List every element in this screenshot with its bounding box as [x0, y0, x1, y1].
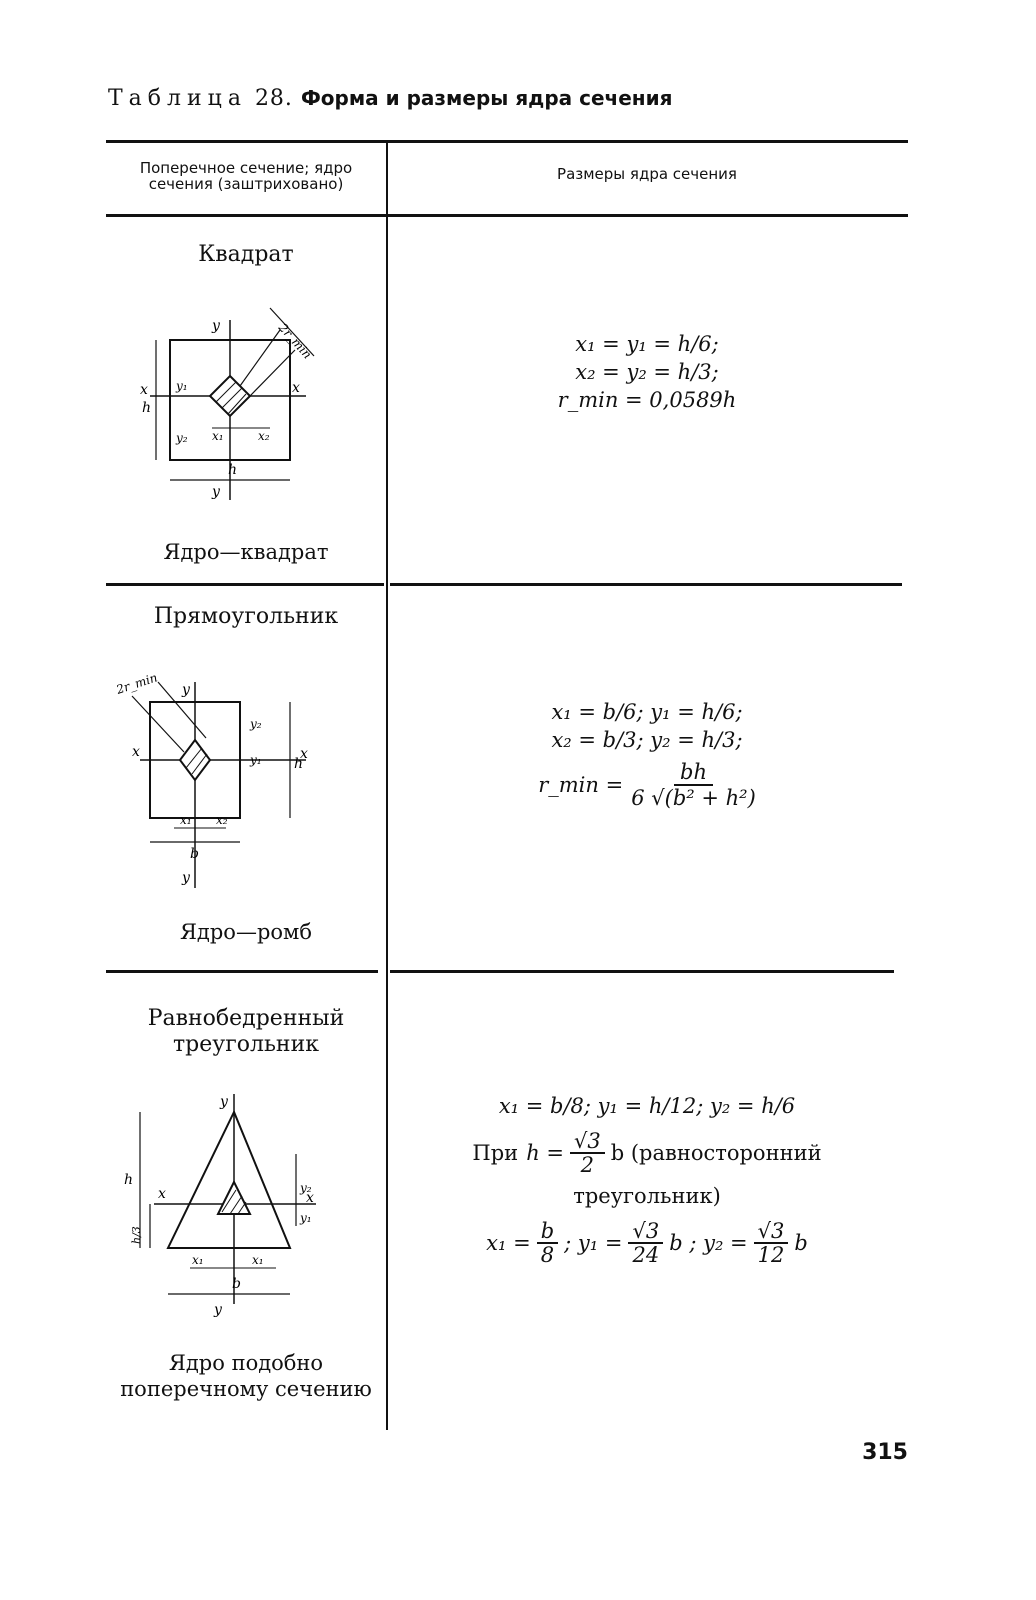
row3-final-y2-num: √3: [753, 1220, 789, 1244]
rectangle-section-diagram: y y x x h b x₁ x₂ y₁ y₂ 2r_min: [114, 670, 308, 888]
triangle-label-y-top: y: [219, 1094, 229, 1110]
row3-eq-denominator: 2: [580, 1153, 595, 1177]
row2-rmin-numerator: bh: [674, 760, 713, 786]
row3-final-formula: x₁ = b 8 ; y₁ = √3 24 b ; y₂ = √3 12 b: [392, 1220, 902, 1266]
square-core-hatch: [215, 381, 247, 415]
row3-equilateral-condition: При h = √3 2 b (равносторонний: [392, 1130, 902, 1176]
triangle-core-hatch: [221, 1189, 247, 1215]
square-label-y1: y₁: [175, 379, 188, 393]
table-top-rule: [106, 140, 908, 143]
row3-final-x1-num: b: [536, 1220, 559, 1244]
row3-final-y2-fraction: √3 12: [753, 1220, 789, 1267]
triangle-label-y1: y₁: [299, 1211, 312, 1225]
table-label: Таблица: [108, 86, 247, 111]
rectangle-label-rmin: 2r_min: [114, 670, 160, 697]
row3-final-y2-den: 12: [757, 1243, 785, 1267]
row3-final-x1-den: 8: [540, 1243, 555, 1267]
square-label-y-bottom: y: [211, 484, 221, 500]
page-number: 315: [862, 1440, 908, 1465]
row1-formula-2: x₂ = y₂ = h/3;: [575, 360, 719, 384]
square-section-diagram: y y x x h h x₁ x₂ y₁ y₂ 2r_min: [140, 307, 314, 500]
row2-rmin-fraction: bh 6 √(b² + h²): [631, 760, 756, 810]
row3-final-end: b: [794, 1231, 808, 1255]
triangle-label-y-bottom: y: [213, 1302, 223, 1318]
row1-shape-name: Квадрат: [198, 242, 294, 267]
row3-final-y1-den: 24: [632, 1243, 660, 1267]
square-label-y-top: y: [211, 318, 221, 334]
triangle-label-b: b: [232, 1276, 241, 1292]
row3-eq-fraction: √3 2: [569, 1130, 605, 1177]
triangle-label-x1-right: x₁: [252, 1253, 264, 1267]
header-bottom-rule: [106, 214, 908, 217]
square-label-x-left: x: [140, 382, 148, 398]
row1-rule-right: [390, 583, 902, 586]
rectangle-label-x-left: x: [132, 744, 140, 760]
row3-final-y1-num: √3: [628, 1220, 664, 1244]
triangle-section-diagram: y y x x h h/3 b x₁ x₁ y₂ y₁: [124, 1094, 316, 1318]
triangle-label-h3: h/3: [130, 1226, 143, 1244]
header-col2: Размеры ядра сечения: [557, 165, 737, 183]
row3-formula-1: x₁ = b/8; y₁ = h/12; y₂ = h/6: [498, 1094, 796, 1118]
row3-core-name: Ядро подобно поперечному сечению: [120, 1351, 372, 1401]
row1-core-name: Ядро—квадрат: [163, 540, 329, 564]
square-label-x2: x₂: [258, 429, 270, 443]
row1-formula-1: x₁ = y₁ = h/6;: [575, 332, 719, 356]
triangle-outline: [166, 1109, 292, 1249]
row1-formulas: x₁ = y₁ = h/6; x₂ = y₂ = h/3; r_min = 0,…: [392, 330, 902, 414]
rectangle-core: [178, 738, 212, 782]
table-number: 28.: [254, 86, 293, 111]
row2-rmin-denominator: 6 √(b² + h²): [631, 786, 756, 810]
row3-final-x1: x₁ =: [486, 1231, 531, 1255]
rectangle-core-hatch: [185, 747, 208, 775]
row3-eq-h: h =: [526, 1141, 564, 1165]
row3-shape-name: Равнобедренный треугольник: [147, 1006, 345, 1057]
column-divider: [386, 142, 388, 1430]
triangle-label-h: h: [124, 1172, 133, 1188]
rectangle-label-y-bottom: y: [181, 870, 191, 886]
square-label-x1: x₁: [212, 429, 224, 443]
square-label-y2: y₂: [175, 431, 188, 445]
square-label-h-bottom: h: [228, 462, 237, 478]
row2-shape-name: Прямоугольник: [153, 604, 339, 629]
table-caption: Форма и размеры ядра сечения: [300, 86, 673, 110]
rectangle-label-y-top: y: [181, 682, 191, 698]
row2-rule-left: [106, 970, 378, 973]
header-col1: Поперечное сечение; ядро сечения (заштри…: [139, 159, 353, 193]
row2-formula-2: x₂ = b/3; y₂ = h/3;: [551, 728, 743, 752]
row2-core-name: Ядро—ромб: [179, 920, 313, 944]
triangle-core: [216, 1179, 252, 1215]
row2-rule-right: [390, 970, 894, 973]
row3-final-x1-fraction: b 8: [536, 1220, 559, 1267]
triangle-label-y2: y₂: [299, 1181, 312, 1195]
rectangle-label-x1: x₁: [180, 813, 192, 827]
row2-rmin-lhs: r_min =: [538, 773, 624, 797]
row2-rmin-formula: r_min = bh 6 √(b² + h²): [392, 760, 902, 810]
table-title: Таблица 28. Форма и размеры ядра сечения: [108, 86, 672, 111]
triangle-label-x-left: x: [158, 1186, 166, 1202]
rectangle-label-h: h: [294, 756, 303, 772]
row3-formulas: x₁ = b/8; y₁ = h/12; y₂ = h/6 При h = √3…: [392, 1092, 902, 1266]
square-label-h-side: h: [142, 400, 151, 416]
row1-formula-3: r_min = 0,0589h: [557, 388, 737, 412]
row2-formula-1: x₁ = b/6; y₁ = h/6;: [551, 700, 743, 724]
rectangle-label-y2: y₂: [249, 717, 262, 731]
rectangle-label-x2: x₂: [216, 813, 228, 827]
row3-eq-prefix: При: [472, 1141, 519, 1165]
row3-eq-line2: треугольник): [573, 1184, 721, 1208]
rectangle-label-y1: y₁: [249, 753, 262, 767]
triangle-label-x-right: x: [306, 1190, 314, 1206]
row3-eq-suffix: b (равносторонний: [610, 1141, 822, 1165]
rectangle-label-x-right: x: [300, 746, 308, 762]
rectangle-label-b: b: [190, 846, 199, 862]
row3-final-y1-fraction: √3 24: [628, 1220, 664, 1267]
row3-final-y2: b ; y₂ =: [669, 1231, 748, 1255]
square-label-x-right: x: [292, 380, 300, 396]
row1-rule-left: [106, 583, 384, 586]
row3-final-y1: ; y₁ =: [564, 1231, 623, 1255]
triangle-label-x1-left: x₁: [192, 1253, 204, 1267]
row2-formulas: x₁ = b/6; y₁ = h/6; x₂ = b/3; y₂ = h/3; …: [392, 698, 902, 810]
row3-eq-numerator: √3: [569, 1130, 605, 1154]
